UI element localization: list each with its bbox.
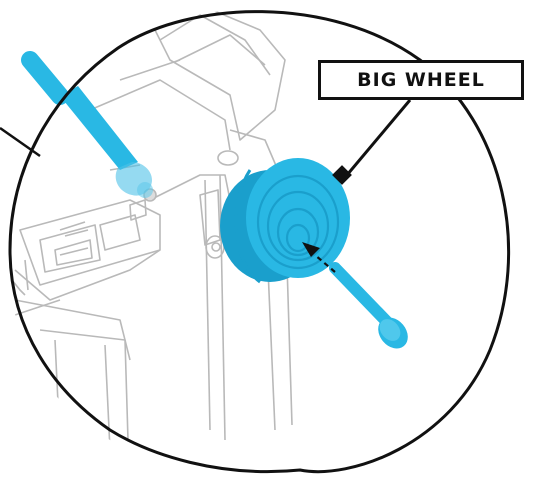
big-wheel-part: [220, 158, 350, 284]
callout-label-box: BIG WHEEL: [318, 60, 524, 100]
insert-arrow: [302, 242, 336, 273]
callout-leader: [332, 99, 412, 185]
callout-label: BIG WHEEL: [357, 69, 485, 91]
bolt-part: [329, 262, 408, 349]
detail-leader-line: [0, 126, 41, 158]
machine-line-art: [9, 9, 293, 451]
blue-rod-part: [21, 51, 153, 198]
detail-circle-outline: [8, 10, 511, 474]
